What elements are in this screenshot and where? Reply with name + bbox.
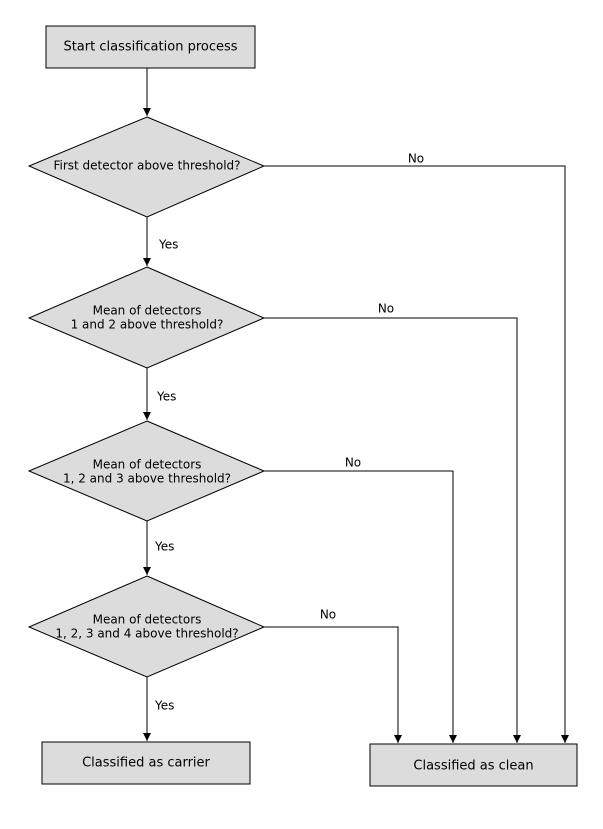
edge-label-no-1: No <box>408 152 424 166</box>
start-node-label: Start classification process <box>63 40 237 55</box>
edge-label-no-3: No <box>345 456 361 470</box>
carrier-node <box>41 741 251 785</box>
carrier-node-label: Classified as carrier <box>82 756 210 771</box>
clean-node <box>369 743 578 787</box>
decision-mean-1-2-3-4-line1: Mean of detectors <box>93 613 202 627</box>
edge-label-yes-1: Yes <box>158 238 178 252</box>
decision-mean-1-2-3-4-line2: 1, 2, 3 and 4 above threshold? <box>55 627 238 641</box>
clean-node-label: Classified as clean <box>413 759 533 774</box>
edge-label-yes-2: Yes <box>156 390 176 404</box>
edge-decision3-to-clean <box>264 470 457 743</box>
edge-decision4-to-clean <box>264 626 402 743</box>
decision-first-detector-label: First detector above threshold? <box>53 159 240 173</box>
decision-mean-1-2-3-line2: 1, 2 and 3 above threshold? <box>63 472 231 486</box>
edge-label-yes-3: Yes <box>154 540 174 554</box>
edge-label-yes-4: Yes <box>154 699 174 713</box>
edge-decision1-to-clean <box>264 165 569 743</box>
edge-label-no-4: No <box>320 608 336 622</box>
edge-decision2-to-clean <box>264 317 521 743</box>
start-node <box>45 25 256 69</box>
decision-mean-1-2-line1: Mean of detectors <box>93 304 202 318</box>
edge-label-no-2: No <box>378 302 394 316</box>
decision-mean-1-2-3-line1: Mean of detectors <box>93 458 202 472</box>
decision-mean-1-2-line2: 1 and 2 above threshold? <box>71 318 224 332</box>
